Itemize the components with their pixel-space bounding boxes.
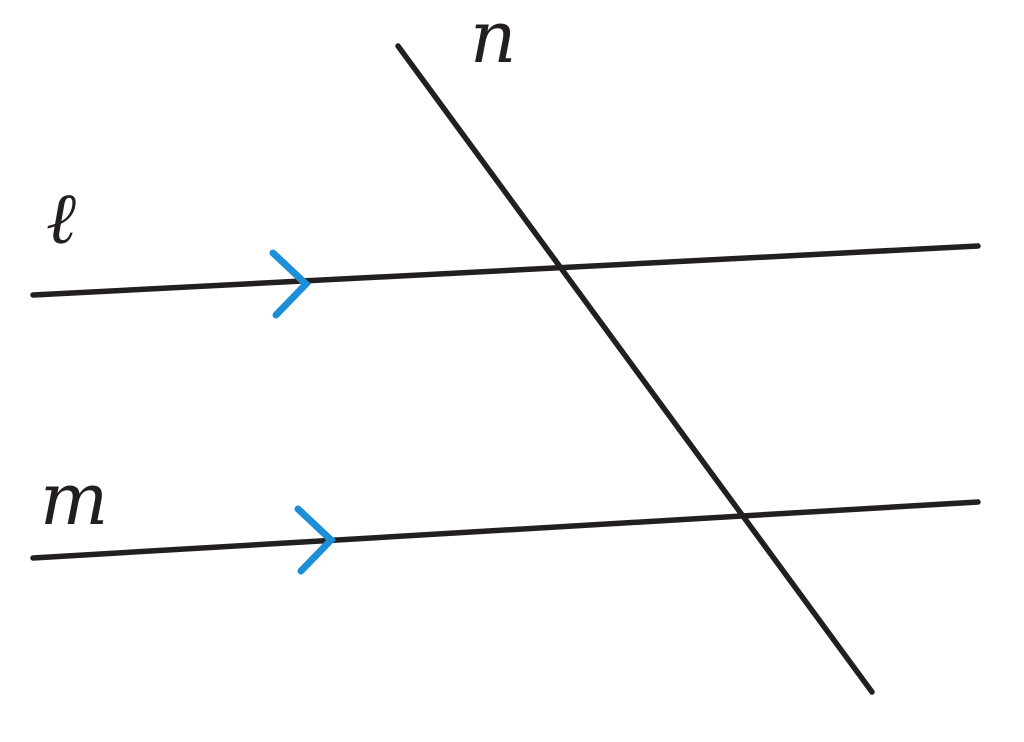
- label-line-l: ℓ: [46, 176, 76, 260]
- parallel-mark-icon-m: [294, 505, 336, 575]
- label-line-m: m: [40, 457, 108, 541]
- label-transversal-n: n: [470, 0, 516, 79]
- parallel-mark-icon-l: [269, 249, 311, 319]
- line-l: [30, 243, 981, 298]
- line-m: [30, 499, 981, 561]
- transversal-n: [395, 43, 875, 695]
